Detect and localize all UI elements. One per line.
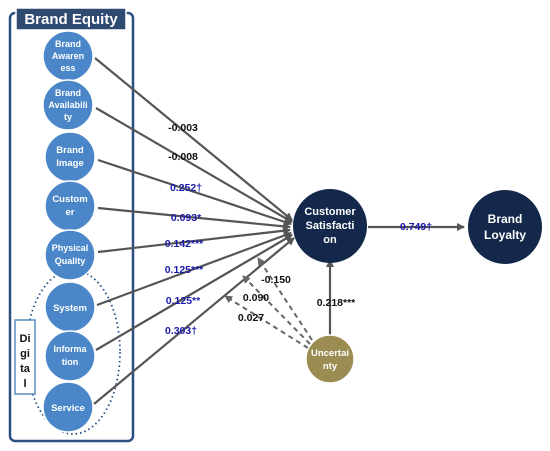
node-label-line: System: [53, 303, 87, 314]
node-label-line: Informa: [53, 344, 87, 354]
coef-uncertainty-satisfaction: 0.218***: [317, 297, 356, 309]
coef-system: 0.125***: [165, 264, 204, 276]
node-label-line: ess: [60, 63, 75, 73]
digital-label-line-2: gi: [20, 348, 30, 360]
node-customer-satisfaction: Customer Satisfacti on: [293, 189, 367, 263]
node-brand-availability: Brand Availabili ty: [42, 79, 94, 131]
digital-label-line-3: ta: [20, 363, 31, 375]
node-label-line: Service: [51, 403, 85, 414]
node-customer: Custom er: [44, 180, 96, 232]
digital-label-line-1: Di: [20, 333, 31, 345]
moderation-arrow-1: [257, 257, 313, 341]
coef-brand-availability: -0.008: [168, 151, 198, 163]
node-label-line: Brand: [488, 212, 523, 226]
node-label-line: tion: [62, 357, 79, 367]
node-label-line: Awaren: [52, 51, 84, 61]
arrow-brand-image: [97, 158, 292, 226]
node-label-line: Availabili: [48, 100, 87, 110]
moderation-arrow-3: [224, 295, 309, 349]
arrow-brand-availability: [95, 107, 293, 223]
node-label-line: Uncertai: [311, 348, 349, 359]
node-information: Informa tion: [44, 330, 96, 382]
node-brand-awareness: Brand Awaren ess: [42, 30, 94, 82]
arrow-brand-awareness: [94, 57, 293, 221]
coef-customer: 0.093*: [171, 212, 202, 224]
coef-brand-image: 0.252†: [170, 182, 202, 194]
path-arrows: [93, 57, 295, 405]
digital-label-box: [14, 319, 36, 395]
digital-group-outline: [25, 269, 121, 435]
node-system: System: [44, 281, 96, 333]
node-label-line: Brand: [55, 39, 81, 49]
brand-equity-title-bg: [15, 7, 127, 31]
node-label-line: Custom: [52, 194, 87, 205]
arrow-physical-quality: [97, 226, 291, 254]
coef-physical-quality: 0.142***: [165, 238, 204, 250]
node-label-line: Loyalty: [484, 228, 526, 242]
node-uncertainty: Uncertai nty: [305, 334, 355, 384]
arrow-information: [95, 234, 293, 351]
brand-equity-title: Brand Equity: [24, 11, 118, 28]
node-label-line: Satisfacti: [306, 220, 355, 232]
coef-moderation-1: -0.150: [261, 274, 291, 286]
coef-brand-awareness: -0.003: [168, 122, 198, 134]
node-label-line: on: [323, 234, 337, 246]
coef-moderation-3: 0.027: [238, 312, 264, 324]
node-brand-loyalty: Brand Loyalty: [468, 190, 542, 264]
arrow-customer: [97, 206, 291, 231]
node-label-line: Quality: [55, 256, 86, 266]
node-physical-quality: Physical Quality: [44, 229, 96, 281]
coef-satisfaction-loyalty: 0.749†: [400, 221, 432, 233]
node-label-line: Brand: [55, 88, 81, 98]
node-label-line: Physical: [52, 243, 89, 253]
moderation-arrows: [224, 257, 313, 349]
node-label-line: nty: [323, 361, 338, 372]
coef-information: 0.125**: [166, 295, 201, 307]
coef-service: 0.303†: [165, 325, 197, 337]
arrow-system: [96, 231, 292, 307]
node-service: Service: [42, 381, 94, 433]
moderation-arrow-2: [242, 275, 311, 345]
node-label-line: er: [66, 207, 75, 218]
node-label-line: Brand: [56, 145, 84, 156]
coef-moderation-2: 0.090: [243, 292, 269, 304]
digital-label-line-4: l: [23, 378, 26, 390]
node-label-line: ty: [64, 112, 72, 122]
node-label-line: Customer: [304, 206, 356, 218]
node-label-line: Image: [56, 158, 83, 169]
node-brand-image: Brand Image: [44, 131, 96, 183]
